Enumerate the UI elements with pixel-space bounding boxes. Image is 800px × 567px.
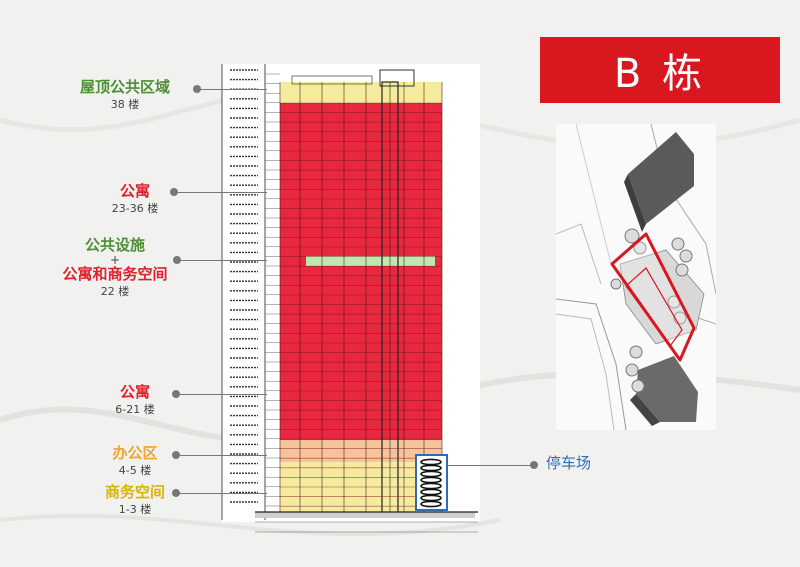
label-parking-title: 停车场 <box>546 454 592 472</box>
zone-apartment-upper-fill <box>280 103 442 255</box>
label-roof: 屋顶公共区域 38 楼 <box>50 78 200 111</box>
label-mixed-title-apartment-business: 公寓和商务空间 <box>62 265 168 284</box>
leader-line-apartment-upper <box>174 191 267 193</box>
label-apartment-upper: 公寓 23-36 楼 <box>90 182 180 215</box>
label-roof-floors: 38 楼 <box>110 97 140 111</box>
leader-line-office <box>176 454 267 456</box>
leader-line-business <box>176 492 267 494</box>
label-apartment-lower-floors: 6-21 楼 <box>115 402 155 416</box>
label-apartment-lower: 公寓 6-21 楼 <box>95 383 175 416</box>
label-mixed-plus: + <box>109 252 121 267</box>
label-parking: 停车场 <box>546 454 616 472</box>
label-business-title: 商务空间 <box>104 483 165 501</box>
label-business-floors: 1-3 楼 <box>118 502 152 516</box>
neighbor-building-top <box>628 132 694 224</box>
label-office: 办公区 4-5 楼 <box>90 444 180 477</box>
facade-grid <box>279 82 443 512</box>
label-apartment-lower-title: 公寓 <box>119 383 150 401</box>
label-mixed-title-facility: 公共设施 <box>84 236 145 254</box>
zone-office-fill <box>280 440 442 462</box>
zone-roof-fill <box>280 82 442 103</box>
label-apartment-upper-title: 公寓 <box>119 182 150 200</box>
label-office-title: 办公区 <box>112 444 158 462</box>
label-apartment-upper-floors: 23-36 楼 <box>111 201 159 215</box>
label-business: 商务空间 1-3 楼 <box>80 483 190 516</box>
floor-level-marks <box>230 69 280 507</box>
zone-facility-band <box>306 256 435 266</box>
site-plan-aerial <box>556 124 716 430</box>
floor-annotation-column <box>221 64 266 520</box>
neighbor-building-bottom <box>636 356 698 422</box>
zone-apartment-lower-fill <box>280 268 442 440</box>
leader-line-mixed <box>177 259 267 261</box>
building-title-banner: B 栋 <box>540 37 780 103</box>
leader-dot-parking <box>530 461 538 469</box>
label-roof-title: 屋顶公共区域 <box>79 78 170 96</box>
rooftop-core <box>379 69 415 87</box>
label-mixed: 公共设施 + 公寓和商务空间 22 楼 <box>40 236 190 299</box>
label-mixed-floors: 22 楼 <box>100 285 130 299</box>
leader-line-roof <box>197 88 267 90</box>
leader-line-apartment-lower <box>176 393 267 395</box>
parking-ramp <box>420 458 442 508</box>
label-office-floors: 4-5 楼 <box>118 463 152 477</box>
leader-line-parking <box>448 464 532 466</box>
ground-line <box>255 512 475 518</box>
